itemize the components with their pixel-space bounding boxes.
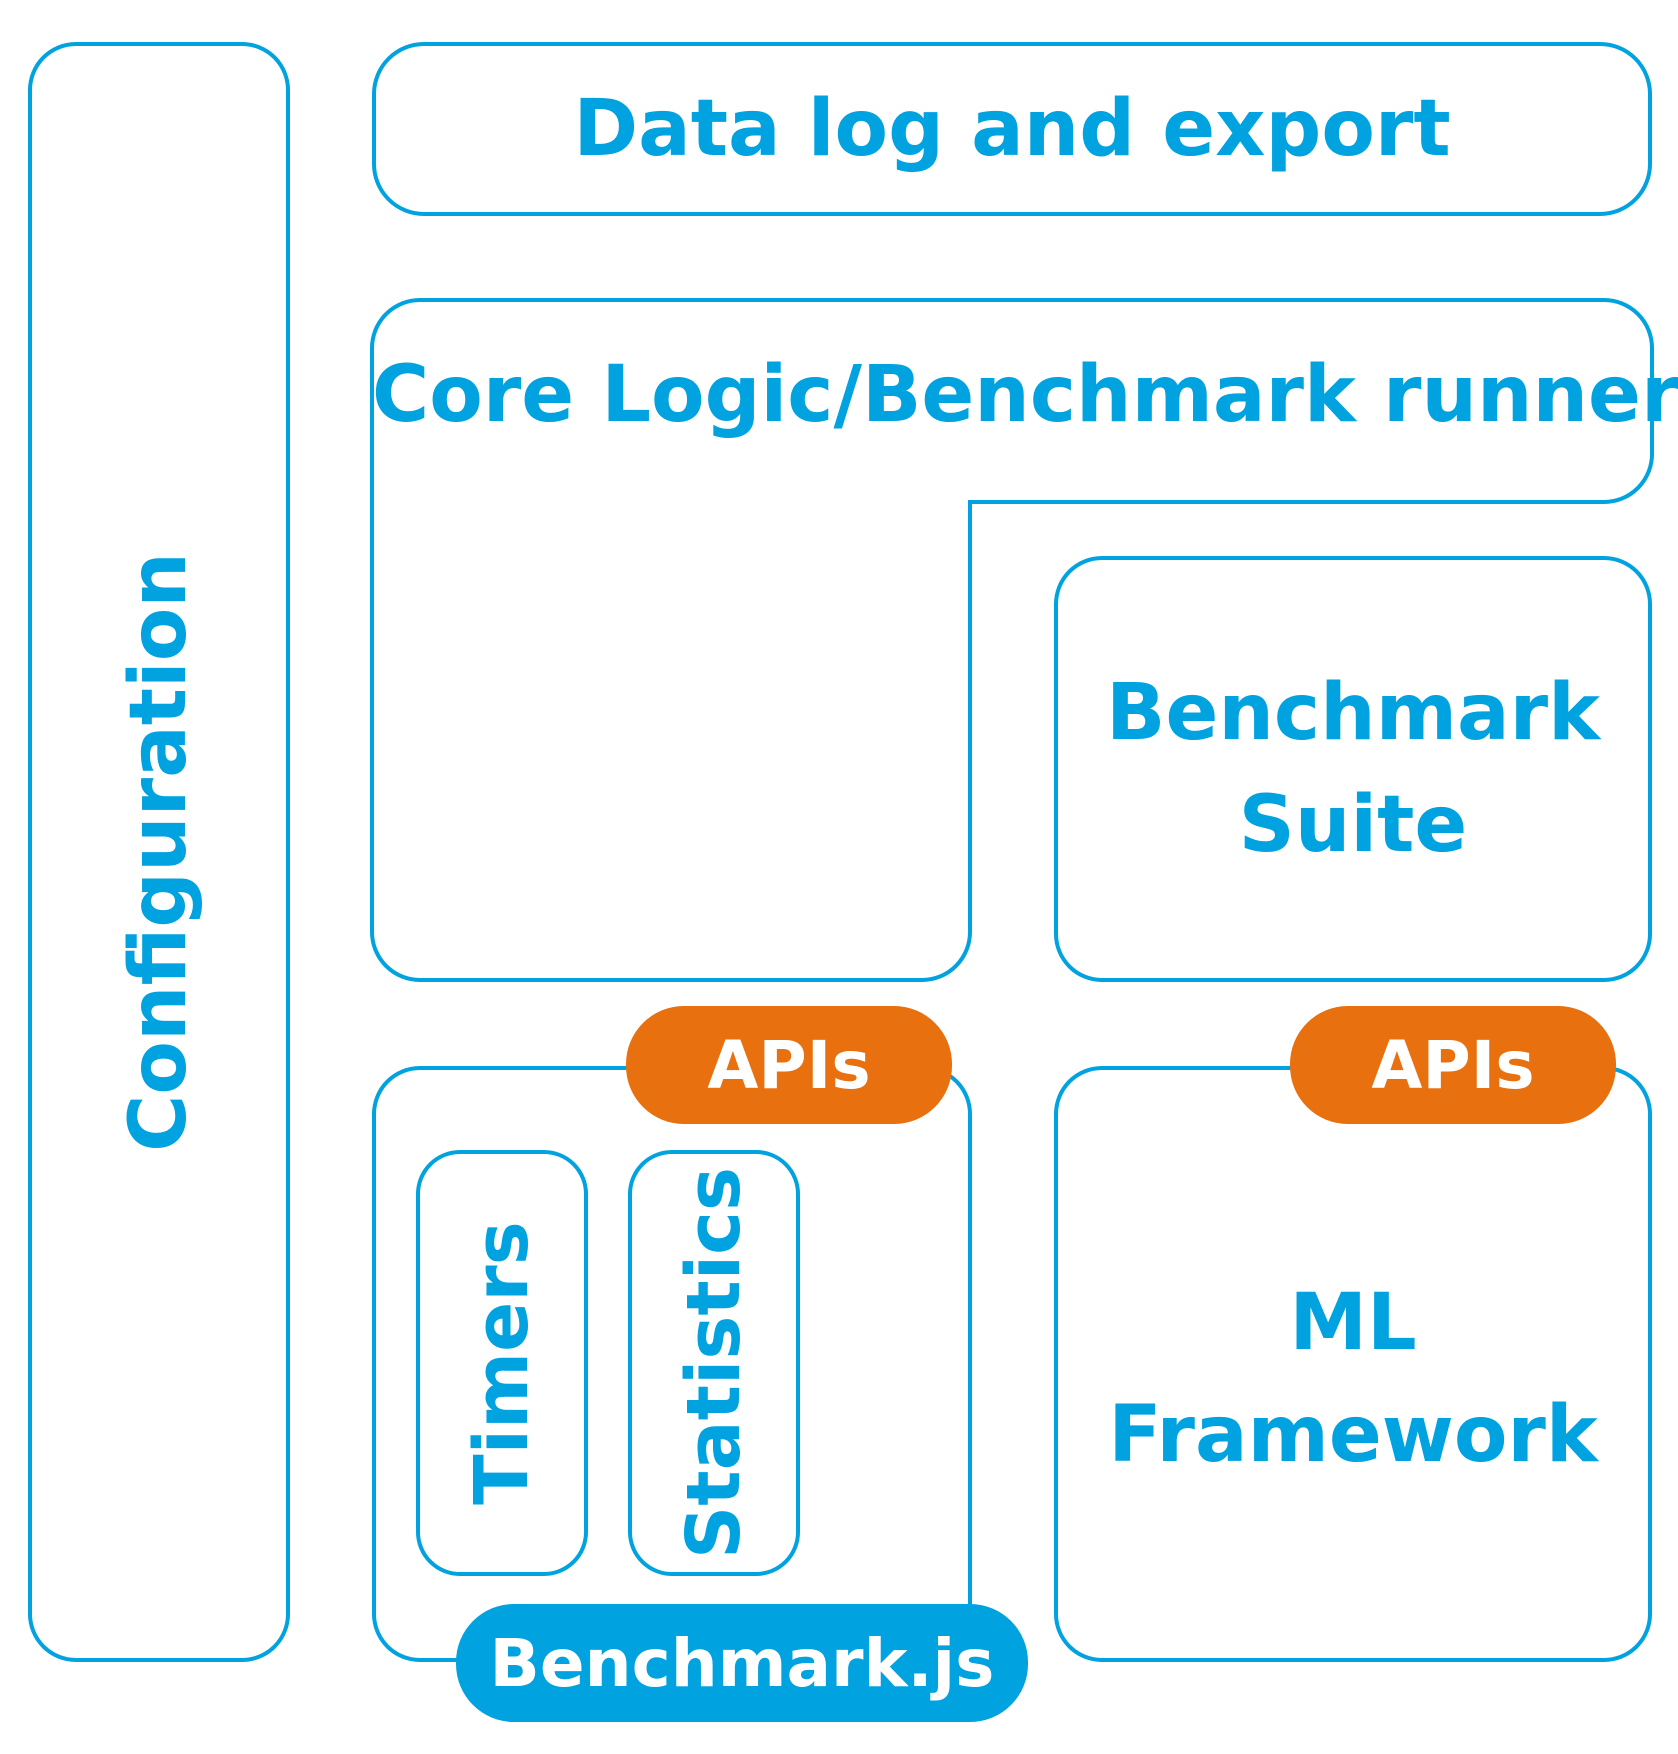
ml-framework-box: ML Framework	[1054, 1066, 1652, 1662]
timers-box: Timers	[416, 1150, 588, 1576]
data-log-label: Data log and export	[573, 84, 1451, 174]
ml-framework-label-line2: Framework	[1108, 1390, 1598, 1480]
benchmark-suite-label-line2: Suite	[1238, 780, 1468, 870]
core-logic-label-wrap: Core Logic/Benchmark runner	[372, 350, 1678, 440]
statistics-box: Statistics	[628, 1150, 800, 1576]
core-logic-outline	[370, 298, 1654, 982]
benchmark-suite-box: Benchmark Suite	[1054, 556, 1652, 982]
statistics-label: Statistics	[671, 1166, 757, 1560]
core-logic-label: Core Logic/Benchmark runner	[372, 350, 1678, 440]
data-log-box: Data log and export	[372, 42, 1652, 216]
benchmark-js-badge: Benchmark.js	[456, 1604, 1028, 1722]
ml-framework-apis-label: APIs	[1371, 1026, 1535, 1104]
benchmark-suite-label-line1: Benchmark	[1106, 668, 1600, 758]
configuration-box: Configuration	[28, 42, 290, 1662]
benchmark-js-apis-badge: APIs	[626, 1006, 952, 1124]
timers-label: Timers	[459, 1221, 545, 1505]
ml-framework-label-line1: ML	[1289, 1278, 1417, 1368]
ml-framework-apis-badge: APIs	[1290, 1006, 1616, 1124]
benchmark-js-label: Benchmark.js	[489, 1624, 995, 1702]
benchmark-js-apis-label: APIs	[707, 1026, 871, 1104]
